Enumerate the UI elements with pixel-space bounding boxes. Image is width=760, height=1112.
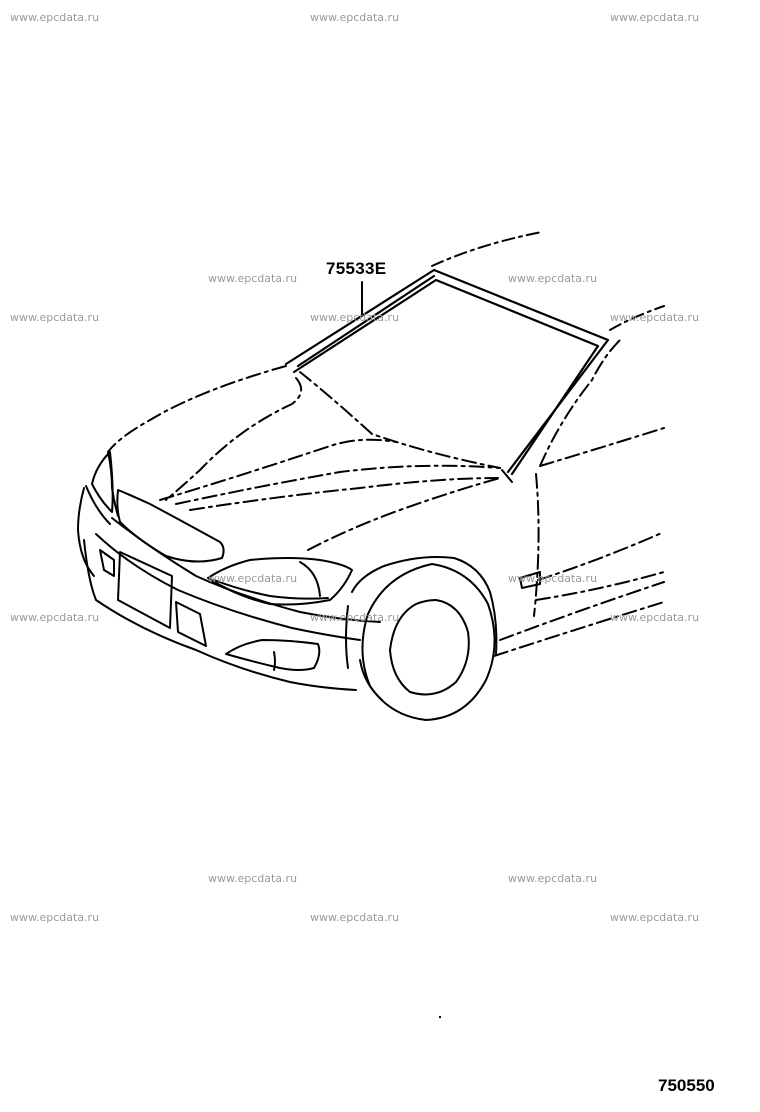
watermark: www.epcdata.ru [10,911,100,924]
headlamp [207,557,353,606]
watermark: www.epcdata.ru [610,611,700,624]
watermark: www.epcdata.ru [310,911,400,924]
watermark: www.epcdata.ru [10,11,100,24]
wheel-arch [351,556,498,655]
watermark: www.epcdata.ru [208,872,298,885]
watermark: www.epcdata.ru [508,572,598,585]
watermark: www.epcdata.ru [508,272,598,285]
watermark: www.epcdata.ru [10,311,100,324]
stray-dot [439,1016,441,1018]
front-wheel [361,563,496,721]
watermark: www.epcdata.ru [208,572,298,585]
side-marker [519,571,541,589]
watermark: www.epcdata.ru [610,911,700,924]
watermark: www.epcdata.ru [208,272,298,285]
watermark: www.epcdata.ru [310,611,400,624]
license-plate [117,551,173,629]
watermark: www.epcdata.ru [508,872,598,885]
diagram-id: 750550 [658,1076,715,1095]
windshield-molding [284,268,610,476]
watermark: www.epcdata.ru [310,11,400,24]
hood-lines [107,365,501,551]
watermark: www.epcdata.ru [610,311,700,324]
front-fascia [77,451,498,701]
watermark: www.epcdata.ru [10,611,100,624]
watermark: www.epcdata.ru [310,311,400,324]
part-number-callout[interactable]: 75533E [326,259,387,278]
roofline-right [609,305,665,331]
roofline-top [431,231,543,267]
door-lines [493,339,665,657]
watermark: www.epcdata.ru [610,11,700,24]
